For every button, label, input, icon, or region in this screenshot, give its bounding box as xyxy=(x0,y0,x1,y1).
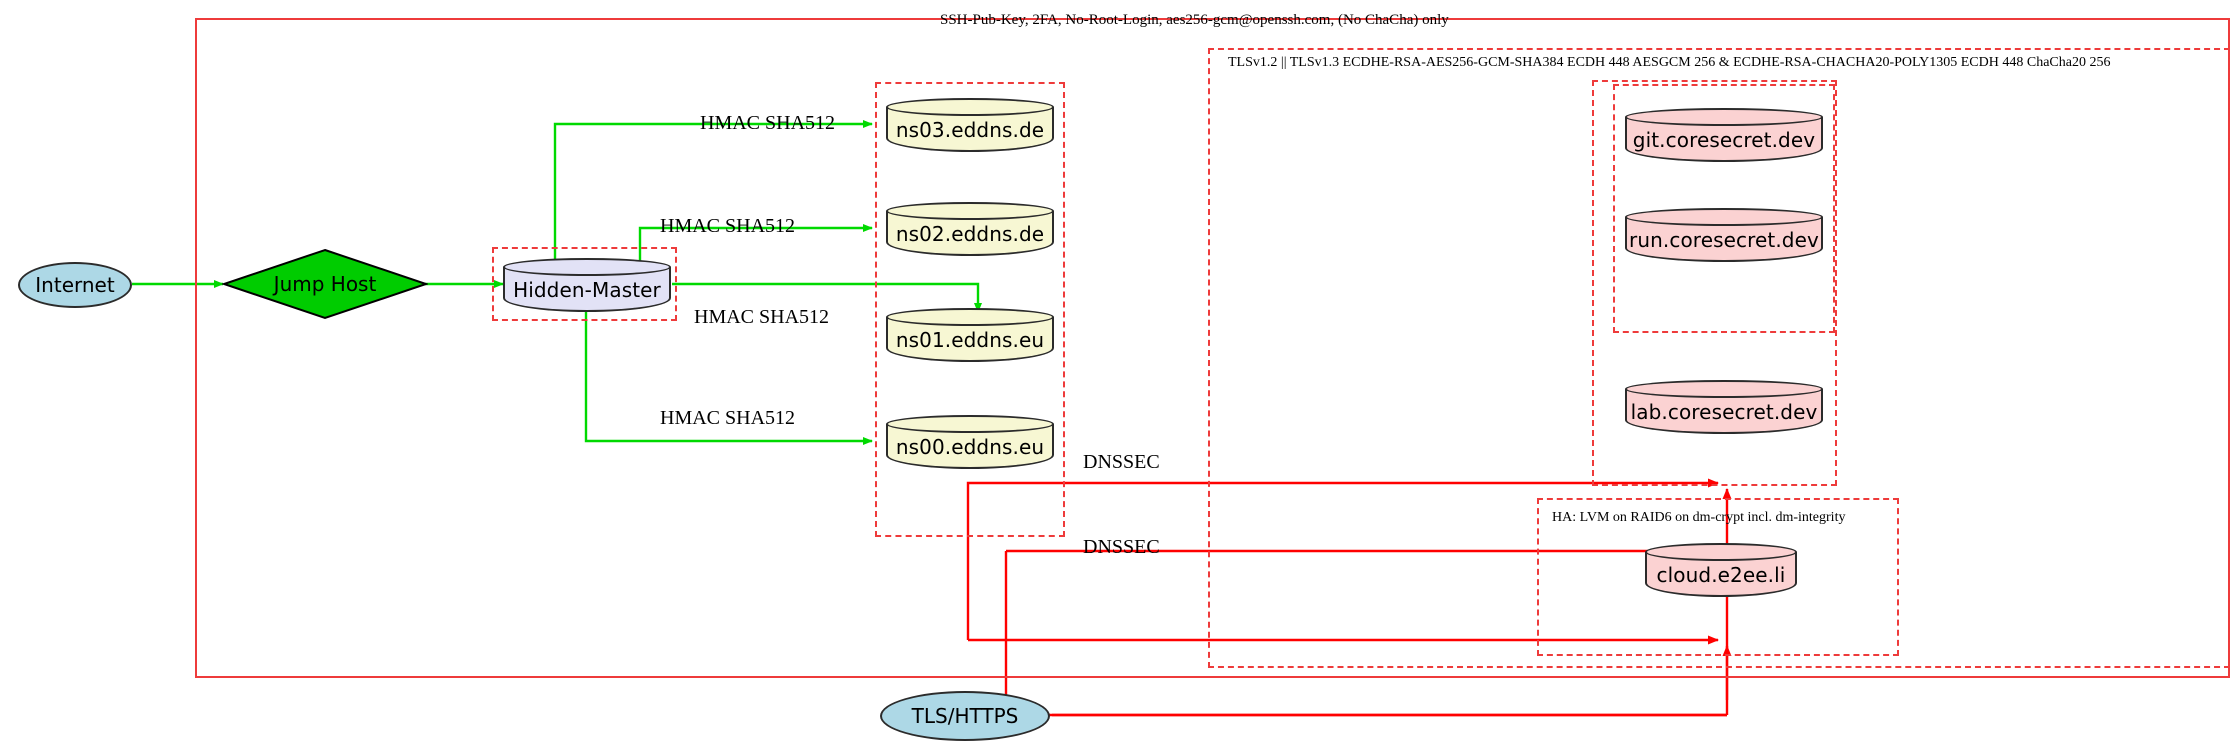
cylinder-top xyxy=(1625,108,1823,126)
node-ns03-label: ns03.eddns.de xyxy=(895,117,1045,142)
node-lab-coresecret-label: lab.coresecret.dev xyxy=(1630,399,1818,424)
edge-dnssec-lower xyxy=(968,549,1719,714)
node-tls-https[interactable]: TLS/HTTPS xyxy=(880,691,1050,741)
node-git-coresecret[interactable]: git.coresecret.dev xyxy=(1625,108,1823,162)
node-cloud-e2ee[interactable]: cloud.e2ee.li xyxy=(1645,543,1797,597)
node-git-coresecret-label: git.coresecret.dev xyxy=(1632,127,1816,152)
cylinder-top xyxy=(503,258,671,276)
node-ns00[interactable]: ns00.eddns.eu xyxy=(886,415,1054,469)
node-ns01-label: ns01.eddns.eu xyxy=(895,327,1045,352)
node-hidden-master-label: Hidden-Master xyxy=(513,277,661,302)
node-run-coresecret[interactable]: run.coresecret.dev xyxy=(1625,208,1823,262)
edge-label-hmac-ns01: HMAC SHA512 xyxy=(694,306,830,328)
node-ns03[interactable]: ns03.eddns.de xyxy=(886,98,1054,152)
cluster-ha-storage xyxy=(1537,498,1899,656)
cluster-ha-label: HA: LVM on RAID6 on dm-crypt incl. dm-in… xyxy=(1552,510,1846,525)
node-ns01[interactable]: ns01.eddns.eu xyxy=(886,308,1054,362)
node-lab-coresecret[interactable]: lab.coresecret.dev xyxy=(1625,380,1823,434)
cluster-ssh-label: SSH-Pub-Key, 2FA, No-Root-Login, aes256-… xyxy=(940,12,1449,28)
cluster-tls-boundary xyxy=(1208,48,2230,668)
edge-label-hmac-ns03: HMAC SHA512 xyxy=(700,112,836,134)
edge-hiddenmaster-to-ns00 xyxy=(584,312,873,445)
cluster-tls-label: TLSv1.2 || TLSv1.3 ECDHE-RSA-AES256-GCM-… xyxy=(1228,55,2111,70)
cylinder-top xyxy=(1645,543,1797,561)
node-cloud-e2ee-label: cloud.e2ee.li xyxy=(1656,562,1786,587)
node-ns02-label: ns02.eddns.de xyxy=(895,221,1045,246)
cylinder-top xyxy=(886,415,1054,433)
cluster-nameservers xyxy=(875,82,1065,537)
cylinder-top xyxy=(1625,208,1823,226)
node-internet[interactable]: Internet xyxy=(18,262,132,308)
node-internet-label: Internet xyxy=(35,273,115,297)
node-ns02[interactable]: ns02.eddns.de xyxy=(886,202,1054,256)
cluster-coresecret-inner xyxy=(1613,84,1835,333)
edge-label-hmac-ns00: HMAC SHA512 xyxy=(660,407,796,429)
cluster-hidden-master xyxy=(492,247,677,321)
node-jump-host-label: Jump Host xyxy=(273,272,377,296)
cylinder-top xyxy=(886,308,1054,326)
edge-dnssec-upper xyxy=(966,478,1719,640)
node-hidden-master[interactable]: Hidden-Master xyxy=(503,258,671,312)
edge-label-hmac-ns02: HMAC SHA512 xyxy=(660,215,796,237)
edge-hiddenmaster-to-ns03 xyxy=(553,120,873,262)
cylinder-top xyxy=(886,98,1054,116)
cylinder-top xyxy=(886,202,1054,220)
edge-label-dnssec-lower: DNSSEC xyxy=(1083,536,1160,558)
cylinder-body xyxy=(886,317,1054,362)
edge-hiddenmaster-to-ns02 xyxy=(638,224,873,262)
node-tls-https-label: TLS/HTTPS xyxy=(911,704,1019,728)
jump-host-diamond-icon xyxy=(220,248,430,320)
cylinder-top xyxy=(1625,380,1823,398)
edge-label-dnssec-upper: DNSSEC xyxy=(1083,451,1160,473)
cluster-coresecret-outer xyxy=(1592,80,1837,486)
node-run-coresecret-label: run.coresecret.dev xyxy=(1629,227,1819,252)
edge-hiddenmaster-to-ns01 xyxy=(672,282,982,313)
node-ns00-label: ns00.eddns.eu xyxy=(895,434,1045,459)
node-jump-host[interactable]: Jump Host xyxy=(220,248,430,320)
